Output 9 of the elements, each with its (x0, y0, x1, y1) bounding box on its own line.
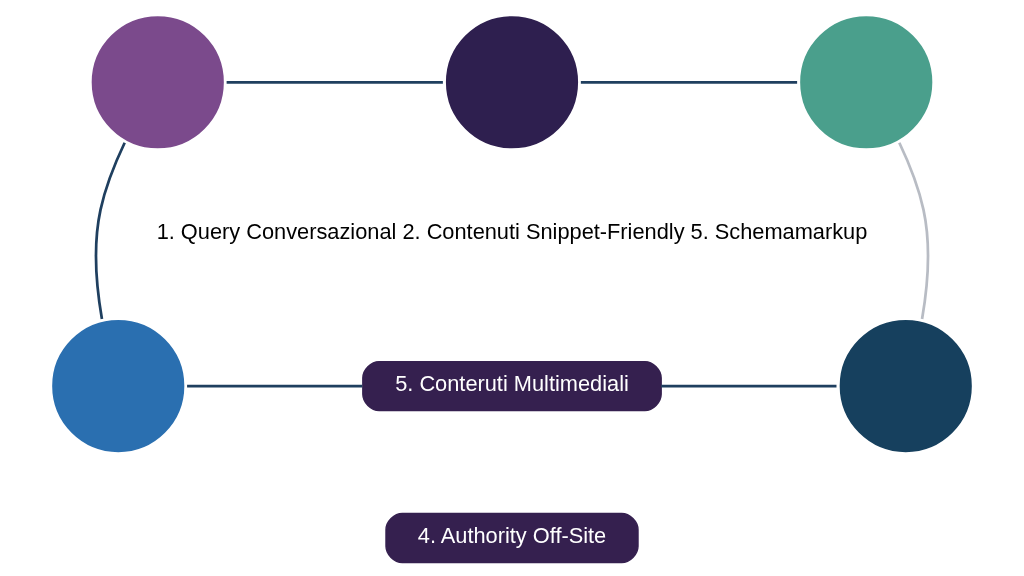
connector (661, 384, 837, 388)
connector (226, 80, 443, 84)
label: 1. Query Conversazional 2. Contenuti Snippet-Friendly 5. Schemamarkup (156, 219, 868, 245)
node-box: 5. Conteruti Multimediali (362, 360, 662, 412)
connector (187, 384, 363, 388)
connector (580, 80, 798, 84)
connector (898, 142, 930, 320)
node-box: 4. Authority Off-Site (385, 512, 639, 564)
connector (94, 142, 126, 320)
